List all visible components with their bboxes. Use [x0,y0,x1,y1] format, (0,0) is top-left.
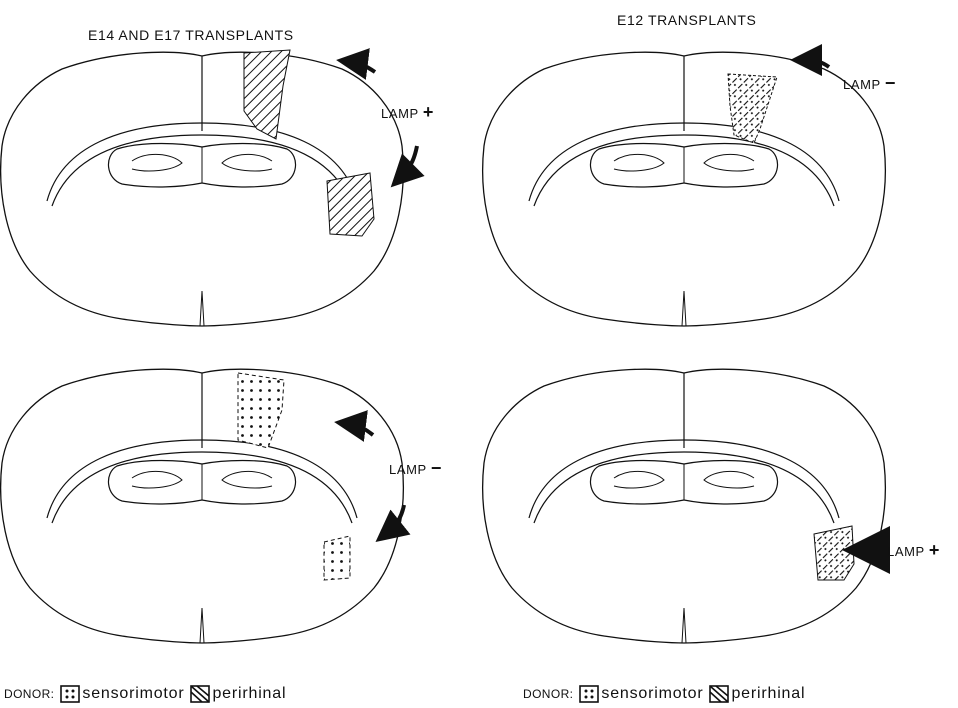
lamp-label-bottom-right: LAMP + [887,540,940,561]
lamp-text: LAMP [887,544,925,559]
heading-left: E14 AND E17 TRANSPLANTS [88,27,294,43]
transplant-region-bottom-left-dorsal [238,373,284,448]
lamp-label-top-left: LAMP + [381,102,434,123]
legend-donor-label: DONOR: [523,687,573,701]
legend-right: DONOR: sensorimotor perirhinal [523,685,811,703]
legend-left: DONOR: sensorimotor perirhinal [4,685,292,703]
lamp-text: LAMP [381,106,419,121]
lamp-text: LAMP [389,462,427,477]
lamp-sign: + [423,102,434,122]
curved-arrow-icon [350,424,373,435]
curved-arrow-icon [402,146,417,176]
brain-section-bottom-right [483,369,886,643]
legend-sensorimotor: sensorimotor [82,685,184,703]
lamp-text: LAMP [843,77,881,92]
curved-arrow-icon [806,60,829,67]
lamp-sign: + [929,540,940,560]
lamp-sign: − [431,458,442,478]
transplant-region-bottom-left-lateral [324,536,350,580]
heading-right: E12 TRANSPLANTS [617,12,756,28]
transplant-region-top-left-dorsal [244,50,290,139]
lamp-label-top-right: LAMP− [843,73,896,94]
dots-swatch-icon [60,685,80,703]
transplant-region-top-right [728,74,777,143]
legend-sensorimotor: sensorimotor [601,685,703,703]
transplant-region-top-left-lateral [327,173,374,236]
curved-arrow-icon [352,62,375,72]
brain-section-top-right [483,52,886,326]
hatch-swatch-icon [709,685,729,703]
lamp-sign: − [885,73,896,93]
brain-section-bottom-left [1,369,404,643]
lamp-label-bottom-left: LAMP− [389,458,442,479]
legend-perirhinal: perirhinal [212,685,286,703]
hatch-swatch-icon [190,685,210,703]
dots-swatch-icon [579,685,599,703]
brain-section-top-left [1,50,404,326]
transplant-region-bottom-right [814,526,854,580]
legend-donor-label: DONOR: [4,687,54,701]
legend-perirhinal: perirhinal [731,685,805,703]
